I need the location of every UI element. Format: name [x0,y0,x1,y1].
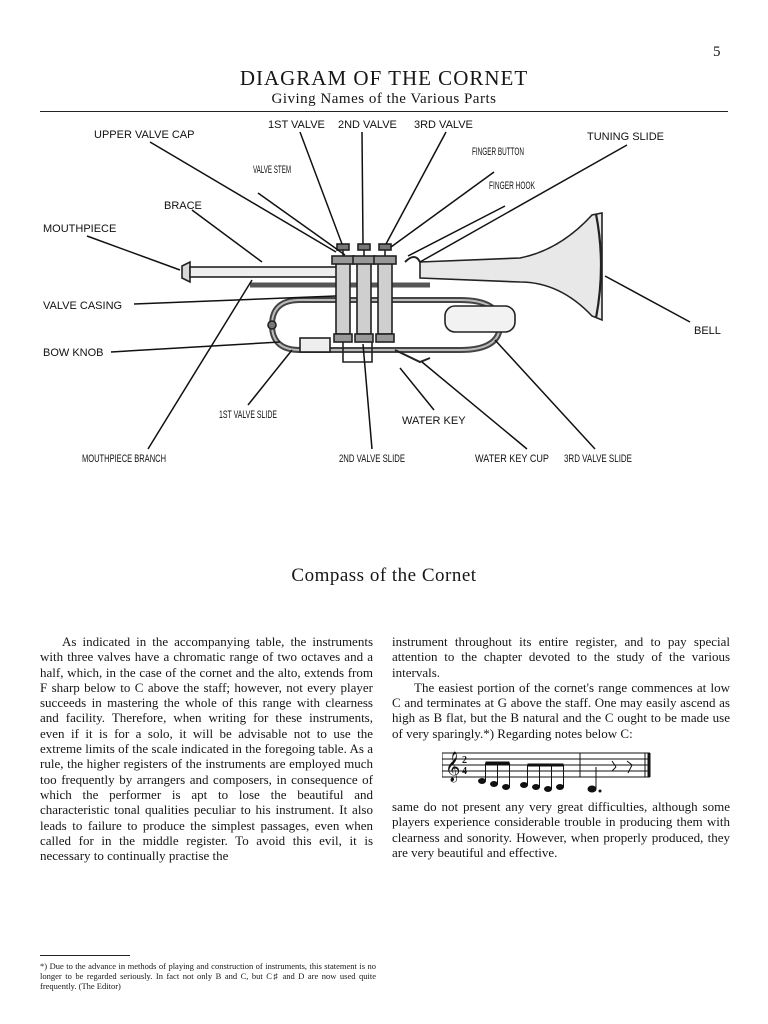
leader-lines [86,131,691,450]
label-water-key: WATER KEY [402,415,466,427]
label-mouthpiece-branch: MOUTHPIECE BRANCH [82,453,166,465]
label-brace: BRACE [164,200,202,212]
page-number: 5 [713,44,721,60]
left-column: As indicated in the accompanying table, … [40,634,373,863]
label-upper-valve-cap: UPPER VALVE CAP [94,129,194,141]
right-column: instrument throughout its entire registe… [392,634,730,860]
music-excerpt: 𝄞 2 4 [442,751,651,793]
label-water-key-cup: WATER KEY CUP [475,453,549,465]
label-finger-button: FINGER BUTTON [472,146,524,158]
label-bell: BELL [694,325,721,337]
title-rule [40,111,728,112]
page-title: DIAGRAM OF THE CORNET [239,66,529,90]
cornet-diagram: UPPER VALVE CAP 1ST VALVE 2ND VALVE 3RD … [43,119,721,465]
paragraph-continuation: instrument throughout its entire registe… [392,634,730,680]
label-3rd-valve: 3RD VALVE [414,119,473,131]
paragraph-after-music: same do not present any very great diffi… [392,799,730,860]
label-tuning-slide: TUNING SLIDE [587,131,664,143]
label-2nd-valve-slide: 2ND VALVE SLIDE [339,453,405,465]
footnote: *) Due to the advance in methods of play… [40,961,376,991]
footnote-rule [40,955,130,956]
label-valve-stem: VALVE STEM [253,164,291,176]
label-2nd-valve: 2ND VALVE [338,119,397,131]
treble-clef-icon: 𝄞 [445,751,460,783]
paragraph: The easiest portion of the cornet's rang… [392,679,730,741]
label-bow-knob: BOW KNOB [43,347,104,359]
notes [478,760,633,793]
time-signature-bottom: 4 [462,766,467,777]
label-finger-hook: FINGER HOOK [489,180,535,192]
time-signature-top: 2 [462,755,467,766]
label-valve-stem-text: VALVE STEM [253,164,291,176]
label-1st-valve: 1ST VALVE [268,119,325,131]
paragraph: As indicated in the accompanying table, … [40,634,373,864]
label-3rd-valve-slide: 3RD VALVE SLIDE [564,453,632,465]
section-title: Compass of the Cornet [291,565,477,586]
label-mouthpiece: MOUTHPIECE [43,223,116,235]
label-valve-casing: VALVE CASING [43,300,122,312]
page-subtitle: Giving Names of the Various Parts [271,91,497,107]
label-finger-hook-text: FINGER HOOK [489,180,535,192]
label-1st-valve-slide: 1ST VALVE SLIDE [219,409,277,421]
cornet-illustration [181,212,603,364]
label-finger-button-text: FINGER BUTTON [472,146,524,158]
